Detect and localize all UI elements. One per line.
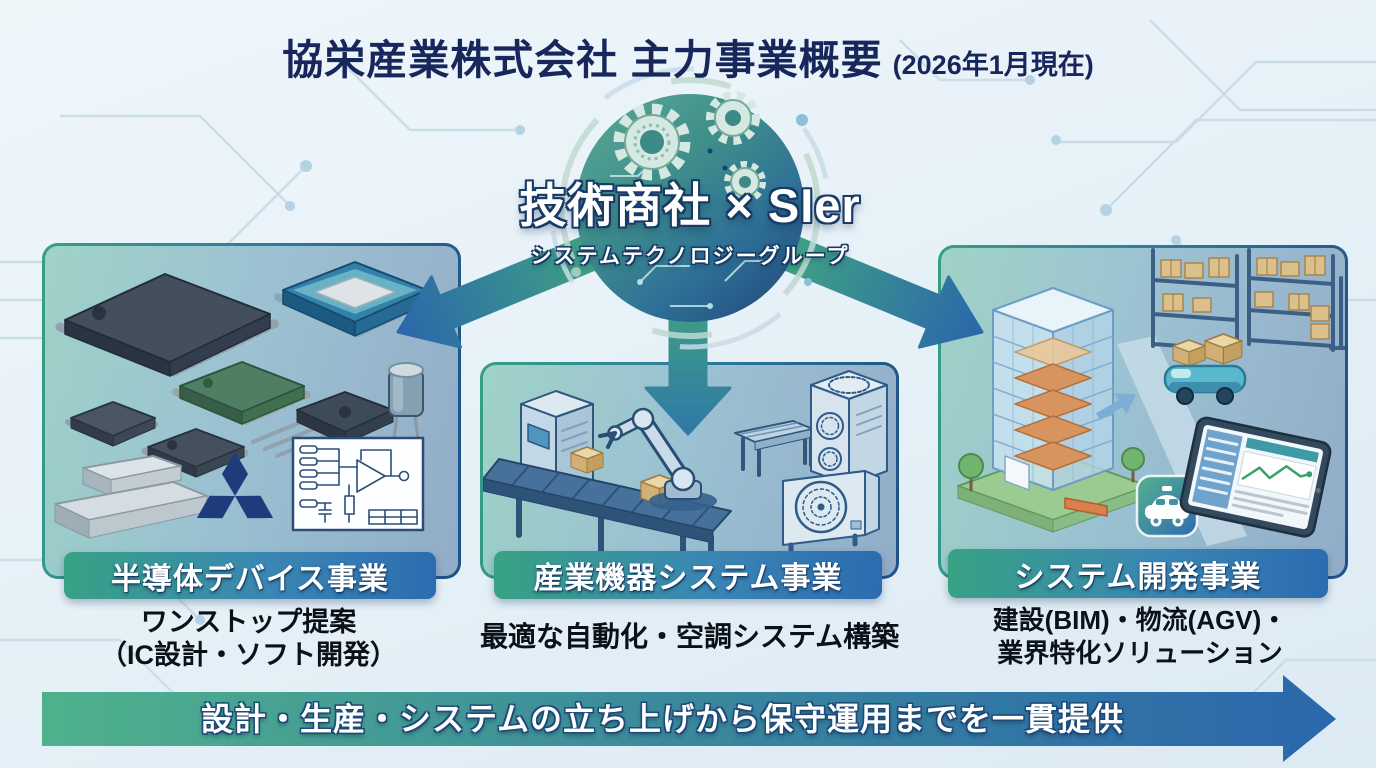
- hub-ring-arc: [548, 66, 832, 350]
- desc-line: ワンストップ提案: [140, 607, 357, 637]
- hub-ring-dot: [804, 278, 812, 286]
- factory-illustration: [483, 370, 888, 573]
- tablet-dashboard-icon: [1179, 416, 1332, 538]
- panel-system-dev: [938, 245, 1348, 579]
- hvac-outdoor-unit-icon: [782, 470, 880, 556]
- panel-semiconductor: [42, 243, 461, 579]
- hub-ring-dot: [571, 267, 581, 277]
- robot-arm-icon: [598, 407, 717, 511]
- desc-industrial: 最適な自動化・空調システム構築: [480, 620, 900, 654]
- bim-building-icon: [957, 287, 1149, 533]
- mini-conveyor-icon: [734, 420, 814, 477]
- desc-line: 業界特化ソリューション: [997, 638, 1283, 668]
- agv-robot-icon: [1163, 333, 1247, 405]
- gear-icon: [724, 161, 766, 203]
- conveyor-icon: [483, 458, 732, 573]
- soic-chip-icon: [141, 428, 251, 478]
- cpu-chip-icon: [274, 261, 436, 337]
- hub-label: 技術商社 × SIer: [519, 179, 861, 232]
- arrow-down-right-icon: [780, 234, 984, 349]
- desc-line: 最適な自動化・空調システム構築: [480, 621, 900, 652]
- badge-semiconductor: 半導体デバイス事業: [64, 552, 436, 599]
- system-dev-illustration: [957, 248, 1345, 546]
- qfp-chip-icon: [55, 273, 281, 377]
- hub-circle-graphic: [548, 66, 832, 350]
- hvac-outdoor-unit-icon: [810, 370, 888, 486]
- company-title: 協栄産業株式会社 主力事業概要: [282, 37, 883, 83]
- hub-badge: 技術商社 × SIer システムテクノロジーグループ: [519, 56, 860, 356]
- semiconductor-illustration: [54, 261, 436, 539]
- hub-ring-arc: [559, 77, 821, 339]
- up-right-arrow-icon: [1096, 393, 1137, 421]
- arrow-down-left-icon: [396, 234, 600, 349]
- capacitor-icon: [388, 362, 424, 442]
- gear-icon: [706, 91, 760, 145]
- banner-arrow-shape: [42, 675, 1336, 762]
- hub-sublabel: システムテクノロジーグループ: [530, 245, 850, 268]
- badge-industrial: 産業機器システム事業: [494, 551, 882, 599]
- desc-semiconductor: ワンストップ提案 （IC設計・ソフト開発）: [42, 606, 455, 672]
- banner-label: 設計・生産・システムの立ち上げから保守運用までを一貫提供: [200, 701, 1125, 737]
- soic-chip-icon: [172, 361, 312, 425]
- badge-system-dev: システム開発事業: [948, 549, 1328, 598]
- three-diamond-logo: [196, 452, 274, 519]
- desc-line: 建設(BIM)・物流(AGV)・: [992, 605, 1288, 635]
- desc-line: （IC設計・ソフト開発）: [100, 640, 397, 670]
- title-date-note: (2026年1月現在): [892, 50, 1094, 80]
- soic-chip-icon: [65, 401, 161, 447]
- silicon-ingot-icon: [54, 455, 208, 539]
- box-icon: [570, 446, 604, 474]
- desc-system-dev: 建設(BIM)・物流(AGV)・ 業界特化ソリューション: [938, 604, 1342, 670]
- gear-icon: [613, 103, 691, 181]
- hub-ring-dot: [796, 114, 808, 126]
- circuit-schematic-icon: [291, 436, 425, 532]
- page-title: 協栄産業株式会社 主力事業概要 (2026年1月現在): [0, 26, 1376, 86]
